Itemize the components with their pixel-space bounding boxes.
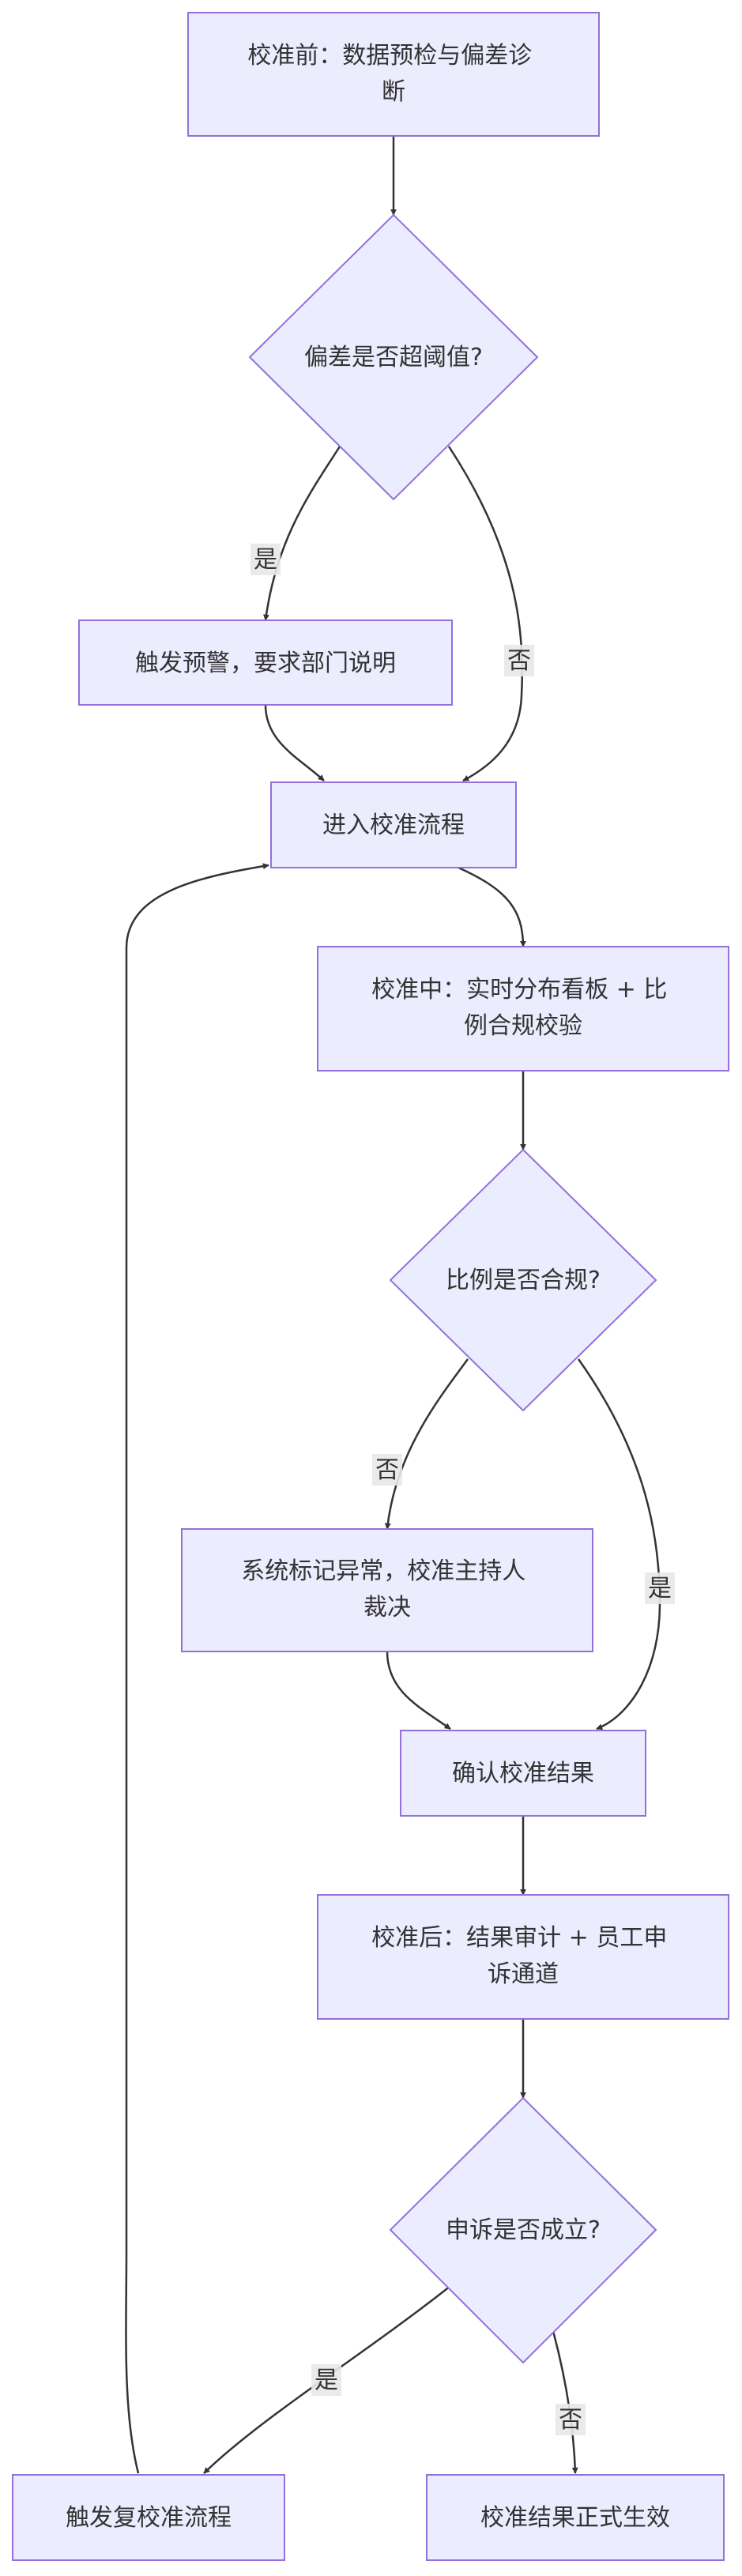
node-warning: 触发预警，要求部门说明 bbox=[78, 620, 453, 706]
node-warning-label: 触发预警，要求部门说明 bbox=[135, 650, 396, 677]
edge-deviation-yes bbox=[262, 446, 341, 621]
node-confirm-result: 确认校准结果 bbox=[400, 1730, 646, 1817]
svg-text:校准前：数据预检与偏差诊 断: 校准前：数据预检与偏差诊 断 bbox=[247, 42, 540, 106]
node-confirm-result-label: 确认校准结果 bbox=[452, 1760, 594, 1787]
node-trigger-recalibration-label: 触发复校准流程 bbox=[66, 2504, 232, 2532]
node-mark-anomaly-line2: 裁决 bbox=[363, 1594, 411, 1621]
node-post-calibration-line1: 校准后：结果审计 + 员工申 bbox=[371, 1924, 667, 1952]
node-pre-check-line2: 断 bbox=[382, 78, 405, 106]
edge-recalibration-to-enter bbox=[125, 863, 269, 2474]
node-ratio-decision-label: 比例是否合规? bbox=[446, 1267, 601, 1294]
node-ratio-decision: 比例是否合规? bbox=[389, 1148, 657, 1412]
edge-labels: 是 否 否 是 是 否 bbox=[250, 544, 675, 2435]
node-in-calibration-line2: 例合规校验 bbox=[464, 1012, 582, 1040]
node-mark-anomaly-line1: 系统标记异常，校准主持人 bbox=[241, 1557, 525, 1585]
node-enter-process-label: 进入校准流程 bbox=[322, 812, 465, 839]
node-in-calibration-line1: 校准中：实时分布看板 + 比 bbox=[371, 976, 667, 1004]
edge-anomaly-to-confirm bbox=[386, 1651, 451, 1731]
node-appeal-decision: 申诉是否成立? bbox=[389, 2096, 657, 2364]
edge-enter-to-incalibration bbox=[458, 866, 526, 947]
node-deviation-decision-label: 偏差是否超阈值? bbox=[304, 344, 483, 371]
edge-ratio-no bbox=[384, 1358, 469, 1530]
edge-label-appeal-yes: 是 bbox=[315, 2367, 338, 2394]
node-enter-process: 进入校准流程 bbox=[270, 781, 517, 868]
svg-text:校准中：实时分布看板 + 比 例合规校验: 校准中：实时分布看板 + 比 例合规校验 bbox=[371, 976, 675, 1040]
node-mark-anomaly: 系统标记异常，校准主持人 裁决 bbox=[181, 1528, 593, 1652]
node-appeal-decision-label: 申诉是否成立? bbox=[446, 2216, 601, 2244]
edge-deviation-no bbox=[447, 446, 524, 782]
edge-label-appeal-no: 否 bbox=[559, 2406, 582, 2434]
node-in-calibration: 校准中：实时分布看板 + 比 例合规校验 bbox=[317, 946, 729, 1071]
node-pre-check: 校准前：数据预检与偏差诊 断 bbox=[187, 12, 600, 137]
node-result-effective-label: 校准结果正式生效 bbox=[480, 2504, 670, 2532]
node-deviation-decision: 偏差是否超阈值? bbox=[248, 213, 539, 501]
svg-text:校准后：结果审计 + 员工申 诉通道: 校准后：结果审计 + 员工申 诉通道 bbox=[371, 1924, 675, 1988]
edge-appeal-no bbox=[552, 2330, 578, 2474]
edges bbox=[125, 136, 661, 2474]
node-trigger-recalibration: 触发复校准流程 bbox=[12, 2474, 285, 2561]
node-result-effective: 校准结果正式生效 bbox=[426, 2474, 725, 2561]
node-post-calibration: 校准后：结果审计 + 员工申 诉通道 bbox=[317, 1894, 729, 2020]
svg-text:系统标记异常，校准主持人 裁决: 系统标记异常，校准主持人 裁决 bbox=[241, 1557, 533, 1621]
edge-label-deviation-no: 否 bbox=[507, 647, 531, 675]
edge-label-deviation-yes: 是 bbox=[254, 546, 277, 574]
edge-label-ratio-yes: 是 bbox=[648, 1575, 672, 1602]
node-post-calibration-line2: 诉通道 bbox=[488, 1960, 559, 1988]
edge-label-ratio-no: 否 bbox=[375, 1456, 399, 1484]
edge-warning-to-enter bbox=[264, 704, 325, 781]
node-pre-check-line1: 校准前：数据预检与偏差诊 bbox=[247, 42, 532, 70]
